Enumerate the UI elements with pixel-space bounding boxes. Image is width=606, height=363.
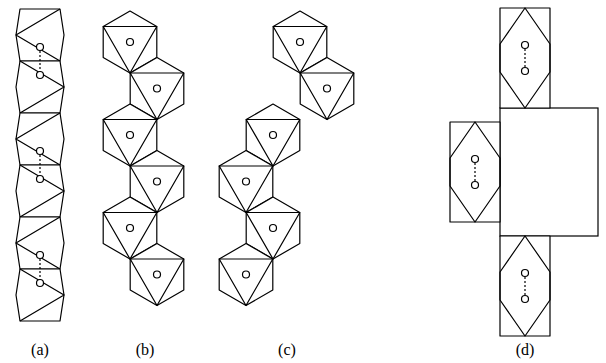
panel-label: (a) — [31, 342, 49, 358]
chain-a — [16, 9, 64, 321]
framework-d — [450, 8, 598, 336]
chain-c — [219, 11, 354, 306]
chain-b — [103, 11, 184, 306]
panel-label: (b) — [136, 342, 155, 358]
panel-label: (d) — [516, 342, 535, 358]
panel-label: (c) — [278, 342, 296, 358]
